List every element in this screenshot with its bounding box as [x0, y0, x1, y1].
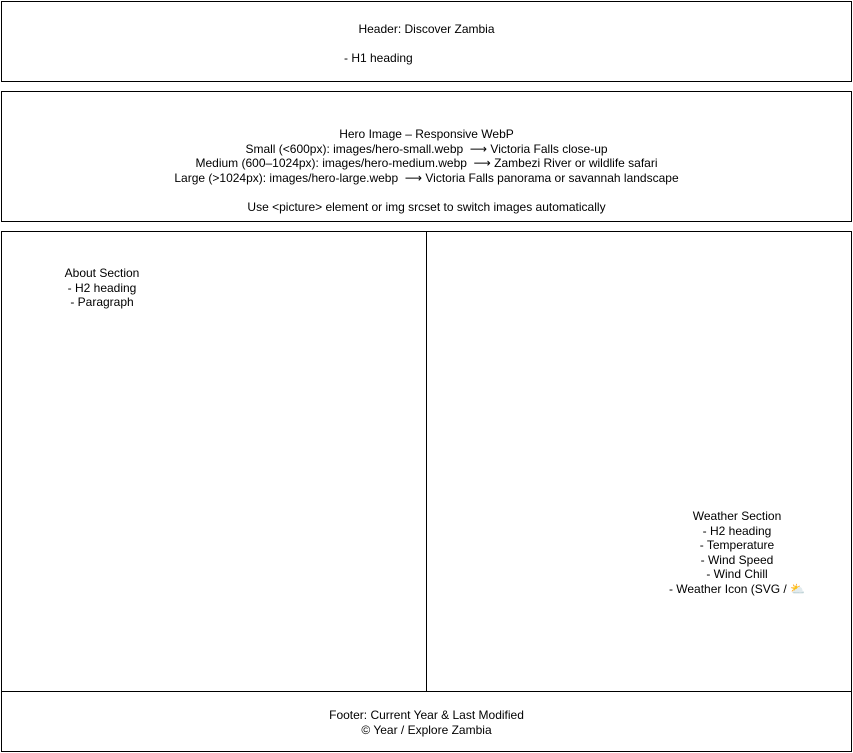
hero-title: Hero Image – Responsive WebP: [339, 127, 514, 141]
weather-item: - H2 heading: [702, 523, 772, 538]
hero-medium-line: Medium (600–1024px): images/hero-medium.…: [195, 156, 658, 170]
hero-large-line: Large (>1024px): images/hero-large.webp …: [174, 170, 679, 185]
hero-block: Hero Image – Responsive WebP Small (<600…: [2, 127, 851, 214]
weather-item: - Temperature: [699, 538, 775, 552]
about-item: - H2 heading: [67, 280, 137, 295]
footer-line-1: Footer: Current Year & Last Modified: [329, 708, 524, 722]
weather-item: - Weather Icon (SVG / ⛅: [668, 581, 806, 596]
header-block: Header: Discover Zambia: [2, 22, 851, 37]
header-title: Header: Discover Zambia: [358, 22, 495, 36]
footer-box: Footer: Current Year & Last Modified © Y…: [1, 691, 852, 752]
about-title: About Section: [64, 266, 140, 280]
header-box: Header: Discover Zambia - H1 heading: [1, 1, 852, 82]
weather-item: - Wind Speed: [700, 552, 774, 567]
weather-block: Weather Section - H2 heading - Temperatu…: [657, 509, 817, 596]
about-block: About Section - H2 heading - Paragraph: [42, 266, 162, 310]
hero-box: Hero Image – Responsive WebP Small (<600…: [1, 91, 852, 222]
footer-line-2: © Year / Explore Zambia: [361, 722, 492, 737]
hero-spacer: [2, 185, 851, 200]
hero-small-line: Small (<600px): images/hero-small.webp ⟶…: [245, 141, 608, 156]
about-box: About Section - H2 heading - Paragraph: [1, 231, 427, 692]
footer-block: Footer: Current Year & Last Modified © Y…: [2, 708, 851, 737]
header-item: - H1 heading: [344, 51, 413, 65]
hero-note: Use <picture> element or img srcset to s…: [247, 199, 606, 214]
about-item: - Paragraph: [70, 295, 134, 309]
weather-box: Weather Section - H2 heading - Temperatu…: [426, 231, 852, 692]
weather-title: Weather Section: [692, 509, 782, 523]
weather-item: - Wind Chill: [706, 567, 768, 581]
